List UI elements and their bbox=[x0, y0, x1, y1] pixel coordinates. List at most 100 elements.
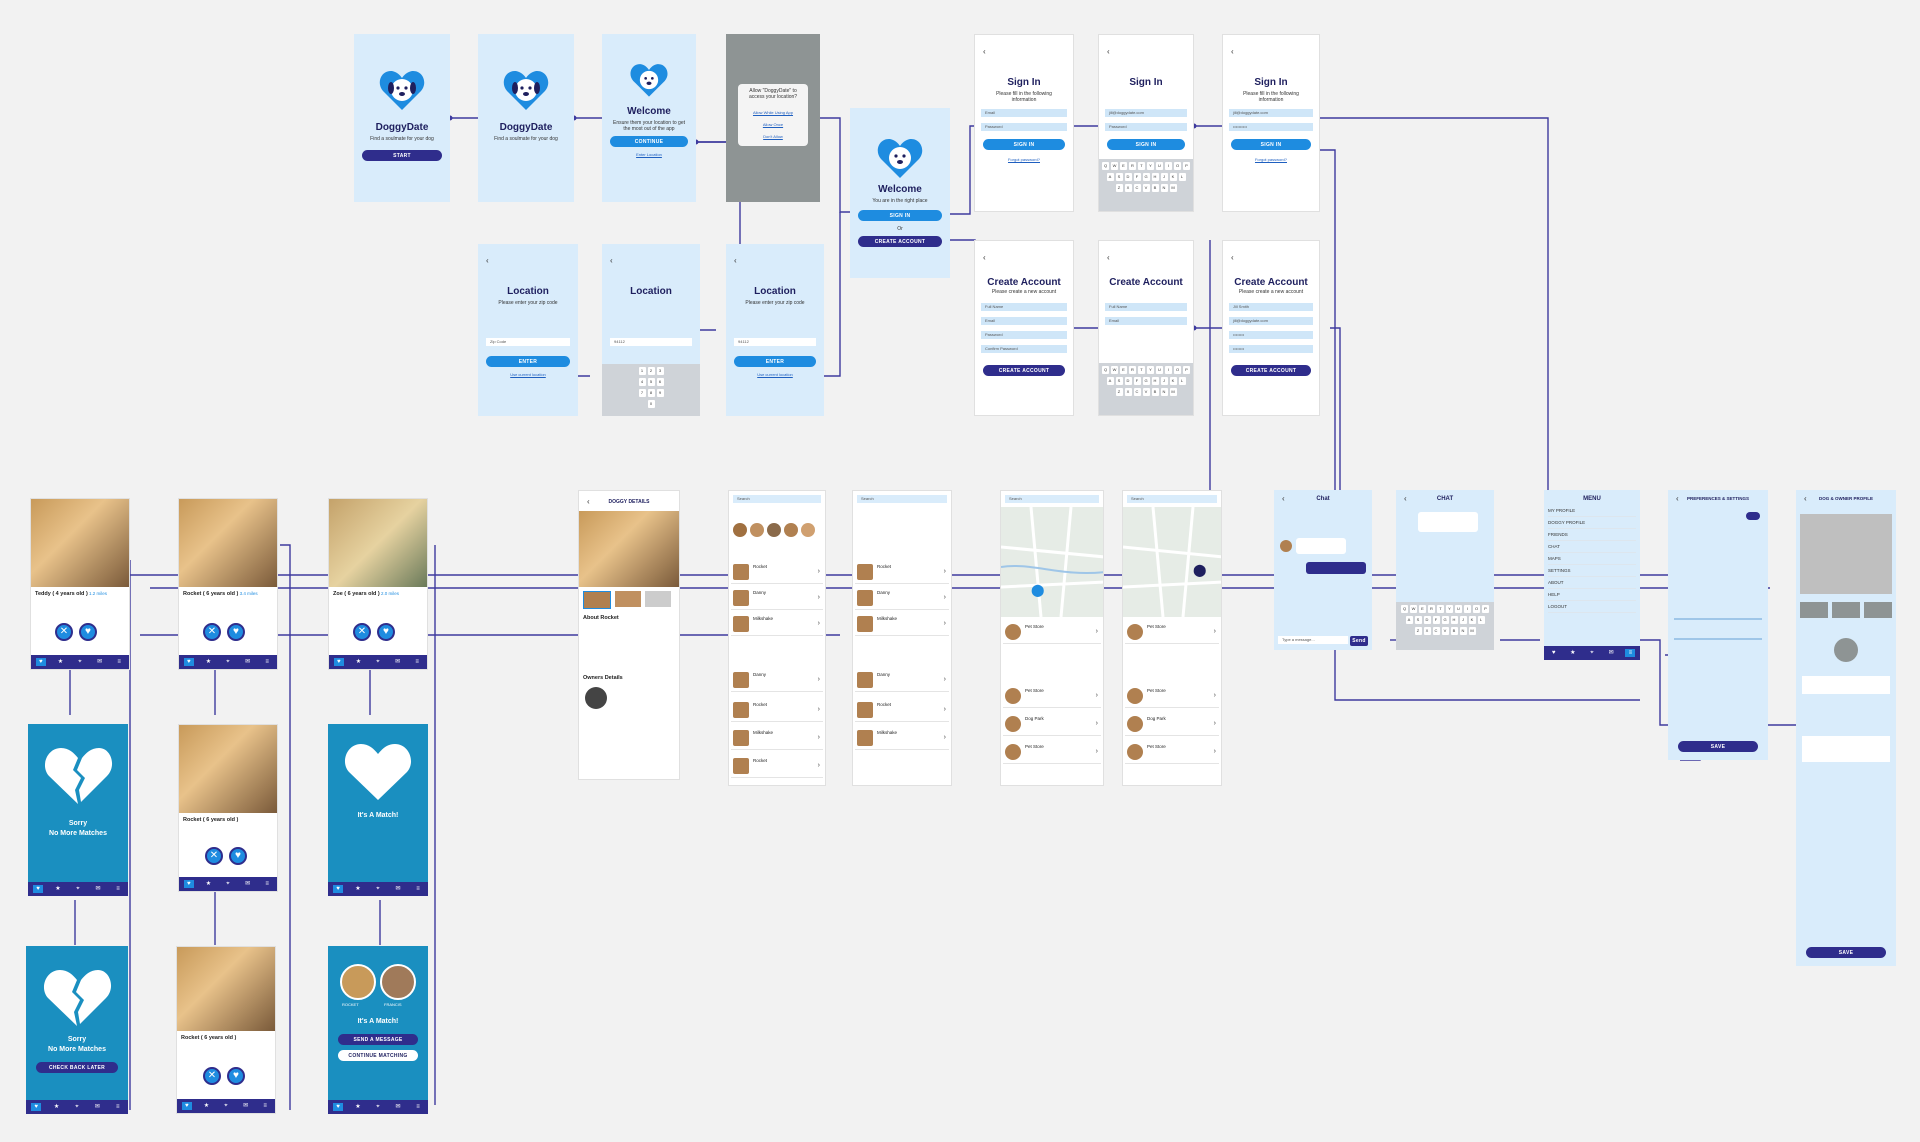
tab-chat[interactable]: ✉ bbox=[245, 659, 251, 665]
menu-item[interactable]: FRIENDS bbox=[1548, 530, 1636, 541]
dont-allow[interactable]: Don't Allow bbox=[763, 134, 783, 139]
thumbnail[interactable] bbox=[583, 591, 611, 609]
back-icon[interactable]: ‹ bbox=[486, 256, 489, 265]
thumbnail[interactable] bbox=[645, 591, 671, 607]
tab-swipe[interactable]: ♥ bbox=[1551, 650, 1556, 656]
list-item[interactable]: Pet Store› bbox=[1125, 741, 1219, 764]
avatar[interactable] bbox=[767, 523, 781, 537]
tab-menu[interactable]: ≡ bbox=[416, 1104, 420, 1110]
tab-swipe[interactable]: ♥ bbox=[333, 658, 344, 666]
save-button[interactable]: SAVE bbox=[1678, 741, 1758, 752]
list-item[interactable]: Dog Park› bbox=[1003, 713, 1101, 736]
back-icon[interactable]: ‹ bbox=[1282, 494, 1285, 503]
menu-item[interactable]: CHAT bbox=[1548, 542, 1636, 553]
tab-map[interactable]: ⌖ bbox=[78, 659, 82, 665]
tab-menu[interactable]: ≡ bbox=[115, 1104, 120, 1110]
list-item[interactable]: Danny› bbox=[731, 669, 823, 692]
search-input[interactable]: Search bbox=[857, 495, 947, 503]
tab-chat[interactable]: ✉ bbox=[97, 659, 103, 665]
like-button[interactable]: ♥ bbox=[79, 623, 97, 641]
map-view[interactable]: ⬤ bbox=[1123, 506, 1221, 618]
zip-field[interactable]: 94112 bbox=[610, 338, 692, 346]
list-item[interactable]: Pet Store› bbox=[1125, 621, 1219, 644]
tab-map[interactable]: ⌖ bbox=[226, 659, 230, 665]
list-item[interactable]: Rocket› bbox=[855, 561, 949, 584]
back-icon[interactable]: ‹ bbox=[1676, 494, 1679, 503]
back-icon[interactable]: ‹ bbox=[1231, 47, 1234, 56]
create-account-button[interactable]: CREATE ACCOUNT bbox=[1231, 365, 1311, 376]
menu-item[interactable]: SETTINGS bbox=[1548, 566, 1636, 577]
tab-menu[interactable]: ≡ bbox=[265, 881, 269, 887]
back-icon[interactable]: ‹ bbox=[1404, 494, 1407, 503]
list-item[interactable]: Rocket› bbox=[855, 699, 949, 722]
tab-favorites[interactable]: ★ bbox=[205, 881, 212, 887]
avatar[interactable] bbox=[750, 523, 764, 537]
distance-slider[interactable] bbox=[1674, 618, 1762, 620]
forgot-password-link[interactable]: Forgot password? bbox=[1007, 157, 1040, 162]
password-field[interactable]: •••••••••• bbox=[1229, 123, 1313, 131]
continue-matching-button[interactable]: CONTINUE MATCHING bbox=[338, 1050, 418, 1061]
tab-chat[interactable]: ✉ bbox=[395, 886, 401, 892]
tab-favorites[interactable]: ★ bbox=[355, 659, 362, 665]
allow-once[interactable]: Allow Once bbox=[762, 122, 784, 127]
search-input[interactable]: Search bbox=[1127, 495, 1217, 503]
full-name-field[interactable]: Jill Smith bbox=[1229, 303, 1313, 311]
continue-button[interactable]: CONTINUE bbox=[610, 136, 688, 147]
confirm-password-field[interactable]: •••••••• bbox=[1229, 345, 1313, 353]
map-view[interactable]: ⬤ bbox=[1001, 506, 1103, 618]
confirm-password-field[interactable]: Confirm Password bbox=[981, 345, 1067, 353]
tab-favorites[interactable]: ★ bbox=[355, 886, 361, 892]
location-pin-icon[interactable]: ⬤ bbox=[1193, 563, 1207, 577]
tab-chat[interactable]: ✉ bbox=[94, 1104, 100, 1110]
tab-menu[interactable]: ≡ bbox=[265, 659, 269, 665]
thumbnail[interactable] bbox=[615, 591, 641, 607]
photo-placeholder[interactable] bbox=[1800, 514, 1892, 594]
tab-map[interactable]: ⌖ bbox=[1590, 650, 1594, 656]
allow-while-using[interactable]: Allow While Using App bbox=[752, 110, 794, 115]
tab-swipe[interactable]: ♥ bbox=[33, 885, 43, 893]
enter-button[interactable]: ENTER bbox=[734, 356, 816, 367]
tab-menu[interactable]: ≡ bbox=[117, 659, 121, 665]
tab-map[interactable]: ⌖ bbox=[376, 886, 380, 892]
list-item[interactable]: Rocket› bbox=[731, 699, 823, 722]
back-icon[interactable]: ‹ bbox=[1231, 253, 1234, 262]
tab-chat[interactable]: ✉ bbox=[243, 1103, 249, 1109]
tab-favorites[interactable]: ★ bbox=[1570, 650, 1576, 656]
toggle-switch[interactable] bbox=[1746, 512, 1760, 520]
tab-swipe[interactable]: ♥ bbox=[333, 1103, 343, 1111]
back-icon[interactable]: ‹ bbox=[1107, 47, 1110, 56]
use-current-location-link[interactable]: Use current location bbox=[757, 372, 793, 377]
back-icon[interactable]: ‹ bbox=[983, 253, 986, 262]
back-icon[interactable]: ‹ bbox=[587, 497, 590, 506]
tab-menu[interactable]: ≡ bbox=[263, 1103, 267, 1109]
email-field[interactable]: Email bbox=[981, 317, 1067, 325]
camera-icon[interactable] bbox=[1800, 602, 1828, 618]
tab-map[interactable]: ⌖ bbox=[376, 659, 380, 665]
tab-menu[interactable]: ≡ bbox=[415, 659, 419, 665]
camera-icon[interactable] bbox=[1832, 602, 1860, 618]
sign-in-button[interactable]: SIGN IN bbox=[1107, 139, 1185, 150]
list-item[interactable]: Dog Park› bbox=[1125, 713, 1219, 736]
send-button[interactable]: Send bbox=[1350, 636, 1368, 646]
tab-chat[interactable]: ✉ bbox=[95, 886, 101, 892]
tab-menu[interactable]: ≡ bbox=[1625, 649, 1636, 657]
tab-map[interactable]: ⌖ bbox=[76, 886, 80, 892]
back-icon[interactable]: ‹ bbox=[734, 256, 737, 265]
avatar[interactable] bbox=[733, 523, 747, 537]
menu-item[interactable]: ABOUT bbox=[1548, 578, 1636, 589]
list-item[interactable]: Danny› bbox=[855, 587, 949, 610]
sign-in-button[interactable]: SIGN IN bbox=[1231, 139, 1311, 150]
tab-chat[interactable]: ✉ bbox=[395, 659, 401, 665]
zip-field[interactable]: 94112 bbox=[734, 338, 816, 346]
back-icon[interactable]: ‹ bbox=[1107, 253, 1110, 262]
tab-favorites[interactable]: ★ bbox=[205, 659, 212, 665]
like-button[interactable]: ♥ bbox=[377, 623, 395, 641]
tab-map[interactable]: ⌖ bbox=[376, 1104, 380, 1110]
sign-in-button[interactable]: SIGN IN bbox=[858, 210, 942, 221]
about-field[interactable] bbox=[1802, 676, 1890, 694]
owner-avatar[interactable] bbox=[1834, 638, 1858, 662]
back-icon[interactable]: ‹ bbox=[610, 256, 613, 265]
tab-favorites[interactable]: ★ bbox=[57, 659, 64, 665]
